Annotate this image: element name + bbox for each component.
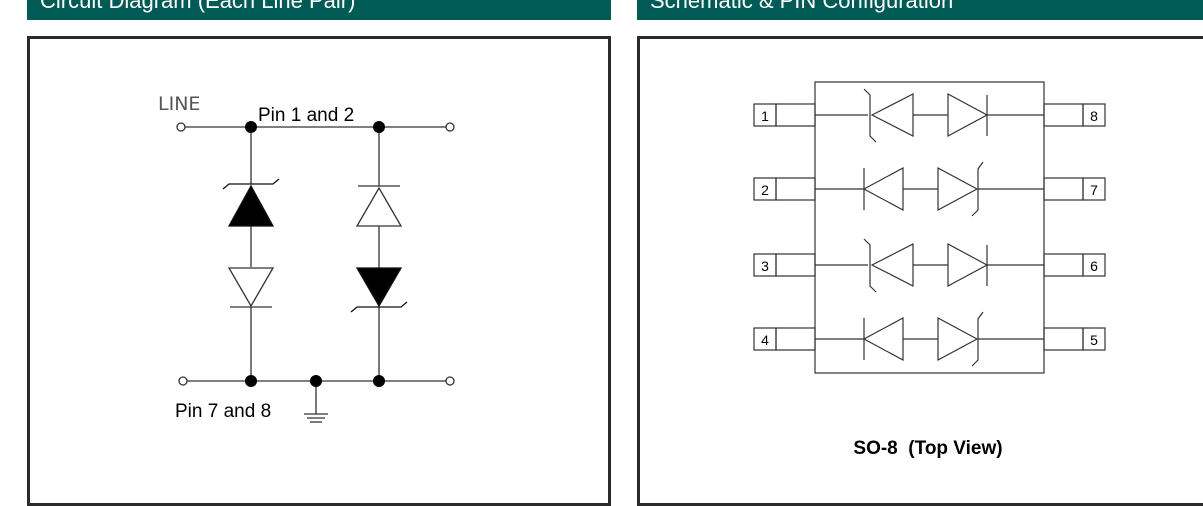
diode-row-4 <box>815 311 1044 367</box>
pin-number-3: 3 <box>761 258 769 274</box>
pin-lead-2 <box>775 177 816 201</box>
circuit-diagram-header: Circuit Diagram (Each Line Pair) <box>27 0 611 20</box>
line-terminal-top-left <box>176 122 186 132</box>
pin-lead-6 <box>1043 253 1084 277</box>
pin-lead-5 <box>1043 327 1084 351</box>
pin-number-2: 2 <box>761 182 769 198</box>
package-label: SO-8 (Top View) <box>853 438 1002 459</box>
circuit-diagram-panel <box>27 36 611 506</box>
pin-number-8: 8 <box>1090 108 1098 124</box>
schematic-title: Schematic & PIN Configuration <box>650 0 954 13</box>
left-tvs-diode <box>222 178 280 227</box>
pin-number-5: 5 <box>1090 332 1098 348</box>
diode-row-1 <box>815 88 1044 143</box>
junction-dots <box>245 121 385 387</box>
pin-number-1: 1 <box>761 108 769 124</box>
pin-box-5 <box>1082 327 1106 351</box>
circuit-diagram: LINE Pin 1 and 2 Pin 7 and 8 <box>158 81 1106 459</box>
pin-number-6: 6 <box>1090 258 1098 274</box>
pin-number-7: 7 <box>1090 182 1098 198</box>
pin-box-8 <box>1082 103 1106 127</box>
bottom-pins-label: Pin 7 and 8 <box>175 401 271 422</box>
junction-dot <box>245 121 257 133</box>
pin-lead-4 <box>775 327 816 351</box>
pin-box-6 <box>1082 253 1106 277</box>
line-label: LINE <box>158 93 200 115</box>
pin-number-4: 4 <box>761 332 769 348</box>
junction-dot <box>310 375 322 387</box>
junction-dot <box>373 121 385 133</box>
pin-lead-1 <box>775 103 816 127</box>
pin-lead-3 <box>775 253 816 277</box>
line-terminal-top-right <box>445 122 455 132</box>
ic-package-body <box>814 81 1045 374</box>
pin-lead-8 <box>1043 103 1084 127</box>
left-steering-diode <box>227 267 275 308</box>
pin-box-7 <box>1082 177 1106 201</box>
pin-lead-7 <box>1043 177 1084 201</box>
diode-row-3 <box>815 238 1044 293</box>
right-steering-diode <box>355 185 403 227</box>
schematic-panel <box>637 36 1203 506</box>
schematic-header: Schematic & PIN Configuration <box>637 0 1203 20</box>
circuit-diagram-title: Circuit Diagram (Each Line Pair) <box>40 0 356 13</box>
line-terminal-bottom-right <box>445 376 455 386</box>
line-terminal-bottom-left <box>178 376 188 386</box>
junction-dot <box>373 375 385 387</box>
right-tvs-diode <box>350 267 408 313</box>
diode-row-2 <box>815 161 1044 217</box>
junction-dot <box>245 375 257 387</box>
top-pins-label: Pin 1 and 2 <box>258 105 354 126</box>
